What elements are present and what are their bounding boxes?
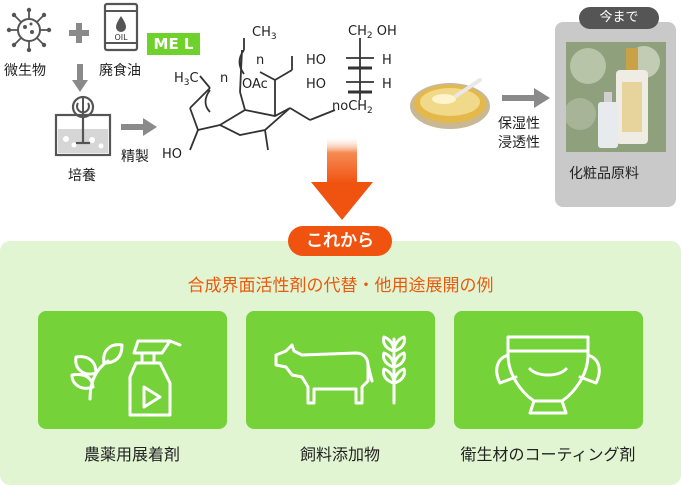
property-label-penetration: 浸透性 [498,135,540,151]
svg-text:CH3: CH3 [252,25,277,42]
svg-text:n: n [256,53,264,68]
molecule-structure: CH3 n n H3C OAc CH2 OH HO H HO H HO noCH… [162,24,397,162]
svg-text:HO: HO [162,147,182,162]
current-label: 化粧品原料 [569,166,639,182]
cosmetics-bottle-image [566,42,666,152]
plant-spray-icon [70,339,182,417]
property-label-moisture: 保湿性 [498,116,540,132]
card-label-agrochemical: 農薬用展着剤 [83,445,180,464]
arrow-right-icon [121,118,157,136]
microbe-icon [6,7,52,53]
svg-text:OIL: OIL [114,33,128,42]
future-subtitle: 合成界面活性剤の代替・他用途展開の例 [187,276,494,296]
arrow-right-icon [502,88,550,108]
card-feed-additive [246,311,435,429]
svg-text:H: H [382,77,392,92]
petri-dish-image [410,78,490,129]
refine-label: 精製 [121,149,149,165]
svg-text:n: n [220,71,228,86]
card-label-hygiene-coating: 衛生材のコーティング剤 [460,445,636,464]
svg-text:noCH2: noCH2 [332,99,373,116]
svg-text:H3C: H3C [174,71,199,88]
arrow-down-icon [72,64,88,92]
molecule-name-badge: ME L [147,33,200,55]
svg-text:HO: HO [306,53,326,68]
card-label-feed-additive: 飼料添加物 [299,445,380,464]
card-hygiene-coating [454,311,643,429]
culture-label: 培養 [68,168,96,184]
svg-text:H: H [382,53,392,68]
svg-text:HO: HO [306,77,326,92]
waste-oil-label: 廃食油 [99,63,141,79]
diaper-icon [495,335,601,415]
microbe-label: 微生物 [4,63,46,79]
oil-can-icon: OIL [103,2,139,52]
cow-wheat-icon [274,335,406,405]
current-tag: 今まで [579,7,659,29]
future-tag: これから [288,226,392,256]
culture-tank-icon [54,95,112,157]
card-agrochemical [38,311,227,429]
big-down-arrow [311,136,373,220]
svg-text:CH2 OH: CH2 OH [348,24,397,41]
svg-text:OAc: OAc [242,77,268,92]
plus-icon [69,23,89,43]
